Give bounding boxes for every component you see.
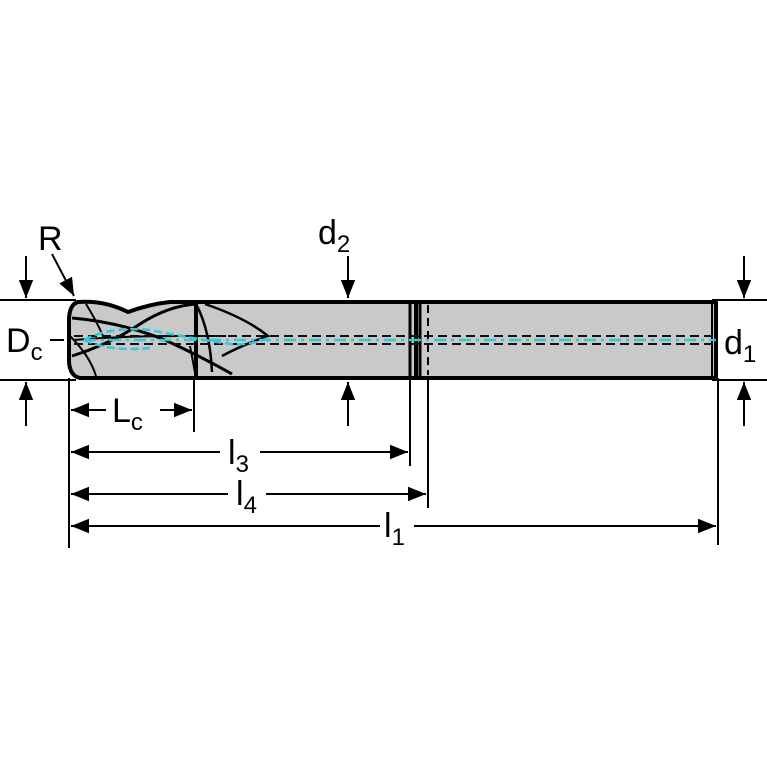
label-l4-sub: 4 [244,492,257,519]
label-dc-main: D [6,322,31,360]
label-l1: l1 [384,507,405,551]
label-d2-main: d [318,214,337,252]
label-l4-main: l [236,475,244,513]
extension-lines [0,299,767,548]
label-l3: l3 [228,434,249,478]
dimension-lines [18,253,752,534]
dimension-labels: R Dc d2 d1 Lc l3 l4 l1 [6,214,756,551]
label-r: R [38,220,63,258]
label-l3-sub: 3 [236,451,249,478]
flute-line [189,345,197,379]
flute-line [194,303,214,373]
label-d1-sub: 1 [743,341,756,368]
label-l3-main: l [228,434,236,472]
label-l1-main: l [384,507,392,545]
coolant-channels [74,327,716,351]
coolant-outlet [83,338,151,351]
coolant-outlet [83,327,269,346]
label-dc-sub: c [31,339,43,366]
flute-line [69,335,97,377]
label-d2: d2 [318,214,350,258]
flute-line [204,302,271,358]
label-l1-sub: 1 [392,524,405,551]
tool-body [67,299,718,380]
label-lc-sub: c [131,409,143,436]
label-d1: d1 [724,324,756,368]
r-leader [51,253,75,297]
label-dc: Dc [6,322,43,366]
label-lc: Lc [112,392,143,436]
label-d2-sub: 2 [337,231,350,258]
label-lc-main: L [112,392,131,430]
flute-line [71,302,197,358]
label-l4: l4 [236,475,257,519]
label-d1-main: d [724,324,743,362]
